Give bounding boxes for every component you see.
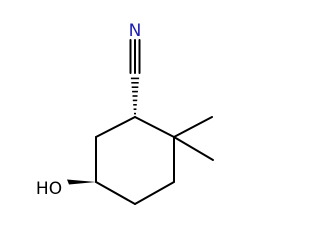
hydroxyl-label: HO [36, 179, 62, 199]
bond-c1-c2 [95, 116, 136, 138]
bond-c6-c1 [134, 116, 175, 138]
bond-c4-c5 [134, 181, 175, 205]
nitrile-nitrogen-label: N [129, 21, 142, 41]
molecular-structure: N HO [36, 21, 214, 205]
bond-c3-c4 [95, 181, 136, 205]
ring-bonds [95, 116, 175, 205]
hashed-wedge-bond [130, 77, 140, 115]
triple-bond [129, 39, 141, 74]
methyl-bonds [173, 116, 214, 161]
bond-methyl-upper [173, 116, 213, 138]
solid-wedge-bond [67, 179, 96, 185]
bond-methyl-lower [173, 136, 214, 161]
